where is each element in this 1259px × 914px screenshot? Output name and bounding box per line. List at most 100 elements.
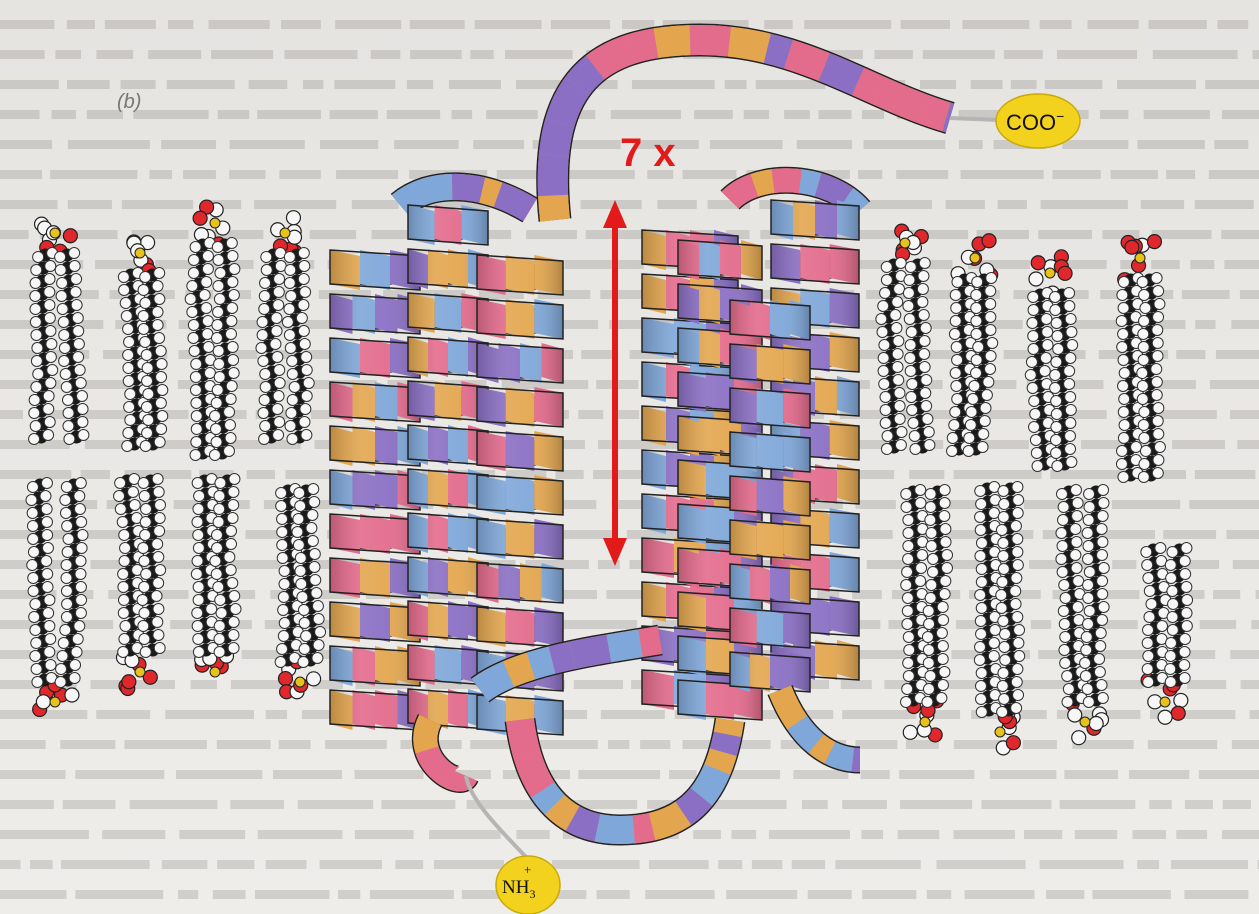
lipid-hydrogen — [122, 441, 133, 452]
helix-turn — [477, 431, 563, 471]
bg-text-word — [1112, 500, 1180, 509]
lipid-hydrogen — [155, 346, 166, 357]
lipid-hydrogen — [1138, 355, 1149, 366]
lipid-hydrogen — [213, 582, 224, 593]
lipid-hydrogen — [1030, 435, 1041, 446]
lipid-hydrogen — [998, 512, 1009, 523]
lipid-hydrogen — [1063, 684, 1074, 695]
lipid-hydrogen — [152, 320, 163, 331]
lipid-hydrogen — [902, 567, 913, 578]
helix-band-outline — [730, 388, 810, 428]
lipid-hydrogen — [1064, 366, 1075, 377]
lipid-hydrogen — [296, 579, 307, 590]
lipid-hydrogen — [998, 616, 1009, 627]
bg-text-word — [1149, 800, 1172, 809]
lipid-hydrogen — [298, 605, 309, 616]
lipid-hydrogen — [60, 495, 71, 506]
lipid-hydrogen — [46, 339, 57, 350]
lipid-hydrogen — [1096, 524, 1107, 535]
lipid-hydrogen — [901, 580, 912, 591]
lipid-hydrogen — [1144, 612, 1155, 623]
lipid-hydrogen — [1073, 576, 1084, 587]
lipid-hydrogen — [303, 378, 314, 389]
lipid-hydrogen — [1013, 495, 1024, 506]
lipid-hydrogen — [1166, 638, 1177, 649]
lipid-hydrogen — [1025, 370, 1036, 381]
bg-text-word — [303, 80, 323, 89]
lipid-hydrogen — [259, 434, 270, 445]
lipid-atom — [1058, 266, 1072, 280]
bg-text-word — [1060, 800, 1136, 809]
helix-band-outline — [477, 343, 563, 383]
lipid-hydrogen — [908, 418, 919, 429]
lipid-hydrogen — [137, 595, 148, 606]
lipid-hydrogen — [950, 368, 961, 379]
lipid-phosphorus — [1080, 717, 1090, 727]
panel-label: (b) — [117, 91, 141, 113]
lipid-hydrogen — [1066, 327, 1077, 338]
lipid-hydrogen — [194, 491, 205, 502]
lipid-hydrogen — [228, 290, 239, 301]
lipid-hydrogen — [951, 381, 962, 392]
lipid-hydrogen — [258, 408, 269, 419]
bg-text-word — [971, 80, 1003, 89]
bg-text-word — [946, 200, 985, 209]
lipid-hydrogen — [1084, 502, 1095, 513]
bg-text-word — [1024, 830, 1062, 839]
lipid-hydrogen — [140, 441, 151, 452]
lipid-hydrogen — [118, 647, 129, 658]
lipid-hydrogen — [878, 353, 889, 364]
lipid-hydrogen — [299, 339, 310, 350]
lipid-hydrogen — [228, 487, 239, 498]
lipid-atom — [982, 234, 996, 248]
lipid-hydrogen — [259, 304, 270, 315]
lipid-phosphorus — [135, 248, 145, 258]
bg-text-word — [954, 470, 1042, 479]
lipid-hydrogen — [1138, 342, 1149, 353]
helix-turn — [477, 563, 563, 603]
bg-text-word — [0, 170, 42, 179]
lipid-hydrogen — [156, 372, 167, 383]
helix-turn — [330, 294, 420, 334]
bg-text-word — [1250, 710, 1259, 719]
bg-text-word — [0, 230, 29, 239]
lipid-hydrogen — [258, 356, 269, 367]
lipid-hydrogen — [274, 378, 285, 389]
lipid-hydrogen — [125, 389, 136, 400]
helix-turn — [730, 564, 810, 604]
lipid-hydrogen — [61, 573, 72, 584]
bg-text-word — [718, 860, 742, 869]
lipid-atom — [36, 695, 50, 709]
bg-text-word — [211, 50, 273, 59]
lipid-hydrogen — [29, 612, 40, 623]
lipid-hydrogen — [922, 697, 933, 708]
lipid-hydrogen — [976, 499, 987, 510]
lipid-hydrogen — [193, 543, 204, 554]
lipid-hydrogen — [1165, 560, 1176, 571]
bg-text-word — [1138, 140, 1205, 149]
lipid-hydrogen — [973, 342, 984, 353]
lipid-hydrogen — [118, 582, 129, 593]
bg-text-word — [1041, 200, 1128, 209]
lipid-hydrogen — [292, 527, 303, 538]
lipid-hydrogen — [1143, 651, 1154, 662]
bg-text-word — [874, 50, 912, 59]
bg-text-word — [551, 20, 610, 29]
bg-text-word — [81, 470, 110, 479]
lipid-hydrogen — [60, 625, 71, 636]
bg-text-word — [1031, 620, 1051, 629]
bg-text-word — [601, 710, 665, 719]
lipid-hydrogen — [28, 547, 39, 558]
lipid-hydrogen — [1097, 537, 1108, 548]
lipid-hydrogen — [192, 608, 203, 619]
lipid-hydrogen — [257, 317, 268, 328]
lipid-hydrogen — [29, 434, 40, 445]
lipid-hydrogen — [942, 550, 953, 561]
bg-text-word — [381, 800, 455, 809]
lipid-hydrogen — [903, 658, 914, 669]
lipid-hydrogen — [1119, 420, 1130, 431]
lipid-hydrogen — [143, 415, 154, 426]
lipid-hydrogen — [1072, 498, 1083, 509]
lipid-hydrogen — [1117, 342, 1128, 353]
bg-text-word — [30, 860, 53, 869]
